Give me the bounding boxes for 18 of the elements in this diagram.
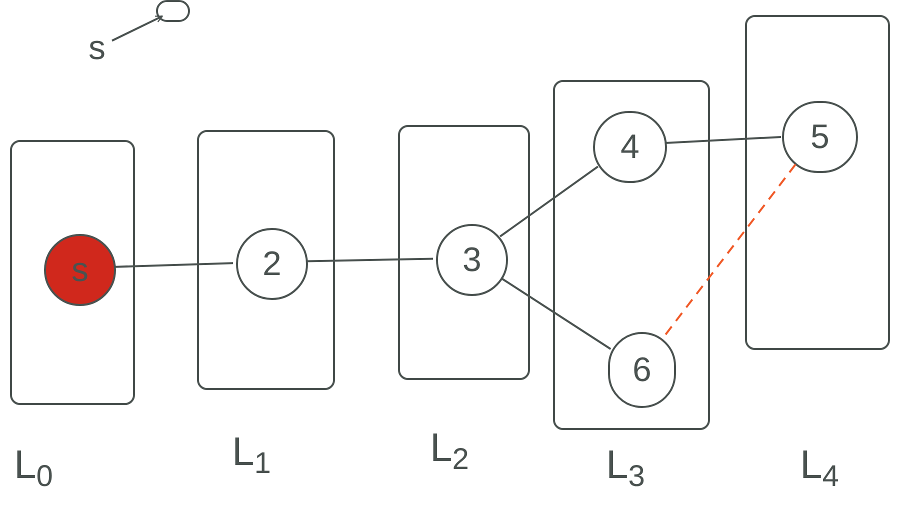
layer-label: L$_{4}$ [800,445,839,485]
layer-box [398,125,530,380]
edge-line [500,166,598,238]
layer-box [745,15,890,350]
dashed-edge [660,164,796,341]
edge-line [306,258,434,262]
layer-box [197,130,335,390]
layer-label: L$_{0}$ [14,445,53,485]
layer-label: L$_{1}$ [232,432,271,472]
edge-line [114,262,234,268]
layer-box [10,140,135,405]
layer-label: L$_{2}$ [430,428,469,468]
edge-line [500,277,612,350]
layer-label: L$_{3}$ [606,445,645,485]
node-label: s [82,28,112,68]
arrow [112,15,163,42]
edge-line [664,136,782,144]
layer-box [553,80,710,430]
